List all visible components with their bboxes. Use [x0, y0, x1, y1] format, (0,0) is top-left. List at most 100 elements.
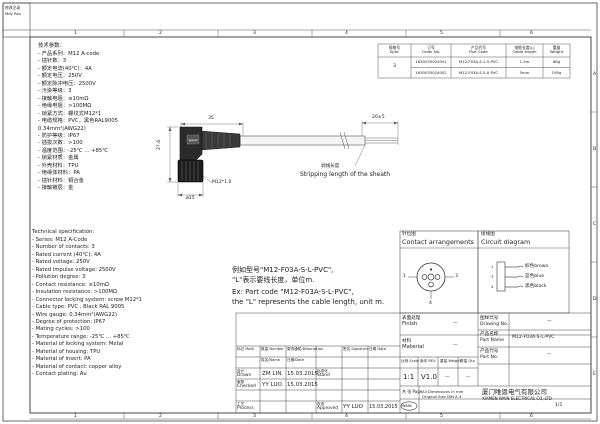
page-number: 1/1: [555, 403, 563, 408]
cn-spec-item: - 绝缘体材料：PA: [38, 170, 80, 177]
rev-signature-header: 签名 Signature: [343, 347, 369, 351]
en-spec-item: - Rated current (40℃): 4A: [32, 251, 101, 258]
circuit-wire-brown: 棕色brown: [525, 264, 549, 269]
en-spec-item: - Degree of protection: IP67: [32, 318, 106, 325]
grid-right-b: B: [593, 147, 597, 152]
pin-4-label: 4: [429, 301, 432, 306]
order-row-2-weight: 195g: [551, 69, 562, 75]
cn-spec-item: - 污染等级：3: [38, 88, 72, 95]
dim-20: 20±5: [372, 115, 385, 120]
drawing-no-cn: 图样代号: [480, 316, 499, 321]
cn-spec-item: - 插针材料：铜合金: [38, 177, 84, 184]
rev-date-header: 日期 Date: [369, 347, 386, 351]
order-row-2-length: 5mm: [519, 69, 530, 75]
rev-header: 版本 REV.: [420, 359, 437, 363]
weight-header: 重量 Weight: [440, 359, 461, 363]
circuit-pin-4: 4: [491, 284, 494, 289]
grid-top-5: 5: [440, 30, 443, 36]
dim-35: 35: [208, 116, 214, 121]
logo-text: WAIN: [402, 404, 412, 408]
en-spec-item: - Series: M12 A-Code: [32, 237, 88, 243]
order-row-2-part: M12-F03A-S-5.0-PVC: [458, 69, 499, 75]
revision-corner-label: 修改记录: [5, 5, 21, 10]
revision-corner-sub: Mdy Rev: [5, 11, 22, 16]
company-name-en: XIAMEN WAIN ELECTRICAL CO.,LTD: [482, 396, 552, 401]
strip-label-en: Stripping length of the sheath: [300, 171, 391, 178]
cn-spec-item: - 额定电压：250V: [38, 73, 82, 80]
grid-bottom-1: 1: [74, 413, 77, 419]
en-spec-item: - Rated impulse voltage: 2500V: [32, 266, 116, 273]
example-en-1: Ex: Part code "M12-F03A-S-L-PVC",: [232, 288, 354, 296]
company-name-cn: 厦门唯恩电气有限公司: [482, 388, 547, 396]
cn-spec-item: - 绝缘电阻：>100MΩ: [38, 103, 92, 110]
en-spec-item: - Contact plating: Au: [32, 371, 87, 378]
drawn-date: 15.03.2015: [287, 371, 318, 377]
contact-title-cn: 针位图: [402, 232, 416, 237]
connector-drawing: WAIN: [167, 121, 399, 197]
cn-spec-item: - 防护等级：IP67: [38, 132, 80, 139]
drawn-name: ZM LIN: [262, 371, 282, 377]
checked-cn: 审核: [237, 380, 245, 384]
cn-spec-list: - 产品系列：M12 A-code- 插针数：3- 额定电流(40℃)：4A- …: [38, 51, 118, 193]
order-table-header-length: 电缆长度(L)Cable length: [512, 45, 537, 55]
contact-title-en: Contact arrangements: [402, 238, 474, 246]
qty-value: —: [466, 375, 471, 380]
rev-mark-header: 标记 Mark: [237, 347, 255, 351]
en-spec-item: - Connector locking system: screw M12*1: [32, 296, 143, 303]
finish-en: Finish: [402, 321, 418, 327]
en-spec-item: - Material of locking system: Metal: [32, 341, 124, 348]
finish-value: —: [453, 321, 458, 326]
circuit-wire-black: 黑色black: [525, 284, 547, 289]
company-logo: [400, 401, 418, 411]
part-no-cn: 产品代号: [480, 349, 499, 354]
material-cn: 材料: [402, 339, 412, 344]
material-en: Material: [402, 344, 424, 350]
rev-value: V1.0: [421, 373, 437, 381]
example-cn-1: 例如型号"M12-F03A-S-L-PVC",: [232, 266, 334, 274]
finish-cn: 表面处理: [402, 316, 421, 321]
checked-name: YY LUO: [262, 382, 282, 388]
cn-spec-item: - 电缆规格：PVC，黑色RAL9005: [38, 118, 119, 125]
grid-bottom-4: 4: [345, 413, 348, 419]
stand-cn: 标准化: [317, 369, 328, 373]
process-cn: 工艺: [237, 402, 245, 406]
standard-note: Original Size DIN A 4: [422, 394, 462, 399]
thread-label: M12*1.0: [212, 180, 232, 185]
material-value: —: [453, 343, 458, 348]
drawing-no-value: —: [547, 319, 552, 324]
en-spec-item: - Rated voltage: 250V: [32, 259, 90, 266]
strip-label-cn: 剥线长度: [321, 164, 340, 169]
order-row-1-order: 1630035024001: [415, 59, 447, 64]
cn-spec-item: 0.34mm²(AWG22): [38, 125, 86, 132]
example-en-2: the "L" represents the cable length, uni…: [232, 298, 385, 306]
grid-bottom-3: 3: [253, 413, 256, 419]
en-spec-list: - Series: M12 A-Code- Number of contacts…: [32, 237, 142, 379]
en-spec-item: - Number of contacts: 3: [32, 244, 95, 251]
cn-spec-item: - 额定脉冲电压：2500V: [38, 80, 96, 87]
cn-spec-item: - 接触电阻：≤10mΩ: [38, 95, 89, 102]
process-en: Process: [237, 406, 254, 411]
en-spec-item: - Cable type: PVC , Black RAL 9005: [32, 304, 125, 311]
circuit-pin-1: 1: [491, 264, 494, 269]
cn-spec-item: - 锁紧材质：金属: [38, 155, 79, 162]
grid-top-2: 2: [159, 30, 162, 36]
rev-number-header: 数量 Number: [261, 347, 284, 351]
part-no-en: Part No.: [480, 355, 499, 360]
grid-top-3: 3: [253, 30, 256, 36]
circuit-wire-blue: 蓝色blue: [525, 274, 545, 279]
name-header: 姓名/Name: [261, 358, 281, 362]
en-spec-item: - Contact resistance: ≤10mΩ: [32, 281, 109, 288]
scale-header: 比例 Scale: [401, 359, 419, 363]
qty-header: 数量 Qty.: [460, 359, 476, 363]
en-spec-item: - Material of housing: TPU: [32, 348, 101, 355]
dim-27-6: 27.6: [157, 139, 162, 150]
cn-spec-item: - 插针数：3: [38, 58, 67, 65]
en-spec-item: - Insulation resistance: >100MΩ: [32, 289, 117, 296]
en-spec-item: - Material of contact: copper alloy: [32, 363, 122, 370]
drawing-no-en: Drawing No.: [480, 322, 509, 327]
